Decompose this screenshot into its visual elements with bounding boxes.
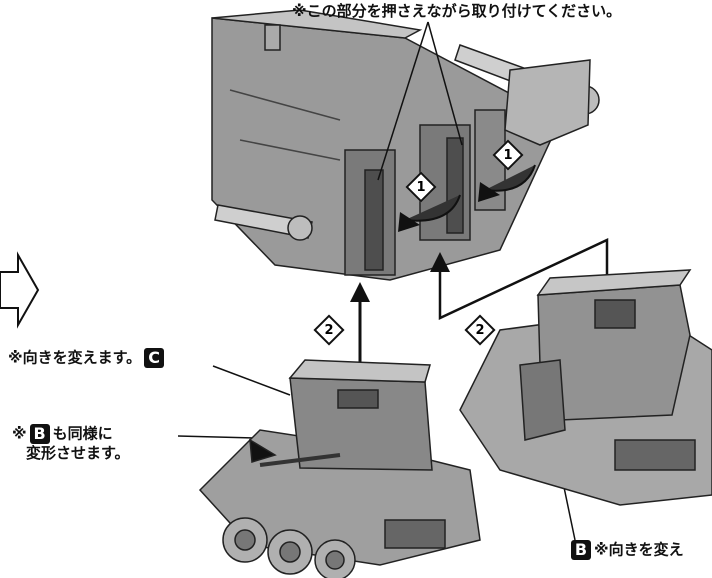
step-number: 2 — [324, 322, 334, 338]
next-arrow — [0, 251, 40, 329]
change-direction-note-b: B※向きを変え — [568, 540, 684, 560]
push-arrows — [398, 164, 536, 232]
note-b-prefix: ※ — [12, 424, 27, 443]
step-number: 2 — [475, 322, 485, 338]
pointer-lines — [177, 21, 576, 541]
note-c-text: ※向きを変えます。 — [8, 348, 142, 367]
main-unit-illustration — [211, 9, 600, 281]
note-b-suffix: も同様に — [52, 424, 113, 443]
part-b-badge-bottom: B — [571, 540, 591, 560]
change-direction-note-c: ※向きを変えます。C — [8, 348, 167, 368]
note-bottom-text: ※向きを変え — [594, 540, 684, 559]
hold-part-note: ※この部分を押さえながら取り付けてください。 — [292, 2, 622, 20]
note-b-line2: 変形させます。 — [26, 444, 130, 462]
step-number: 1 — [503, 147, 513, 163]
part-c-badge: C — [144, 348, 165, 368]
arrow-up-b — [430, 238, 609, 320]
vehicle-c-illustration — [198, 359, 481, 578]
vehicle-b-illustration — [459, 269, 712, 506]
part-b-badge: B — [29, 424, 50, 444]
step-number: 1 — [416, 179, 426, 195]
